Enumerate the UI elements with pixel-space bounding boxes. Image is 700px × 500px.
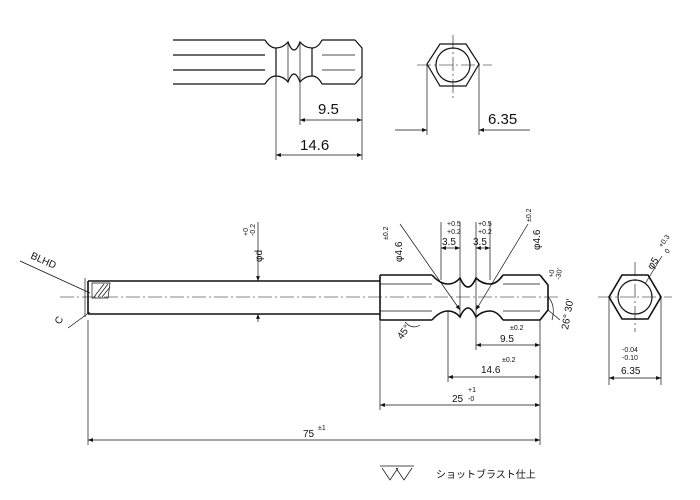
main-dia46-right-tol: ±0.2 — [526, 208, 533, 222]
main-dim-25-tol-minus: -0 — [468, 396, 474, 403]
main-side-view: φd +0 -0.2 BLHD C 3.5 +0.5 +0 — [19, 208, 576, 445]
end-dia-tol-plus: +0.3 — [658, 234, 672, 249]
bl-mark-hatch — [91, 282, 111, 299]
end-hex-view: φ5 +0.3 0 -0.04 -0.10 6.35 — [598, 234, 672, 385]
main-dia46-left: φ4.6 — [394, 241, 405, 262]
main-dim-25: 25 — [452, 394, 464, 405]
main-dim-9-5-tol: ±0.2 — [510, 325, 524, 332]
main-c-label: C — [53, 315, 66, 327]
surface-finish-symbol — [380, 465, 414, 481]
top-dim-9-5: 9.5 — [318, 101, 339, 118]
top-dim-14-6: 14.6 — [300, 137, 329, 154]
main-angle-26-tol-plus: +0 — [548, 269, 556, 278]
main-w35-left: 3.5 — [442, 237, 456, 248]
main-bl-label: BLHD — [29, 251, 58, 272]
main-d-tol-minus: -0.2 — [250, 224, 257, 236]
main-dia46-left-tol: ±0.2 — [383, 226, 390, 240]
end-dia-label: φ5 — [645, 255, 661, 272]
main-angle-26: 26° 30' — [560, 298, 576, 330]
end-hex-tol-minus: -0.10 — [622, 355, 638, 362]
finish-text: ショットブラスト仕上 — [436, 468, 536, 481]
top-dim-6-35: 6.35 — [488, 111, 517, 128]
main-w35-left-tol-plus: +0.5 — [447, 221, 461, 228]
main-dia46-right: φ4.6 — [532, 229, 543, 250]
end-dia-tol-minus: 0 — [664, 248, 672, 255]
main-dim-75: 75 — [303, 429, 315, 440]
end-hex-size: 6.35 — [621, 366, 641, 377]
top-hex-end-view: 6.35 — [395, 35, 530, 135]
main-w35-right: 3.5 — [473, 237, 487, 248]
main-dim-25-tol-plus: +1 — [468, 387, 476, 394]
main-d-label: φd — [254, 250, 265, 262]
main-dim-14-6: 14.6 — [481, 365, 501, 376]
top-detail-view: 9.5 14.6 — [173, 39, 363, 160]
main-w35-left-tol-minus: +0.2 — [447, 229, 461, 236]
end-hex-tol-plus: -0.04 — [622, 347, 638, 354]
main-d-tol-plus: +0 — [243, 228, 250, 236]
main-dim-14-6-tol: ±0.2 — [502, 357, 516, 364]
finish-note: ショットブラスト仕上 — [380, 465, 536, 481]
main-angle-26-tol-minus: -30' — [555, 268, 564, 281]
main-w35-right-tol-plus: +0.5 — [478, 221, 492, 228]
main-dim-9-5: 9.5 — [500, 334, 514, 345]
main-dim-75-tol: ±1 — [318, 425, 326, 432]
main-w35-right-tol-minus: +0.2 — [478, 229, 492, 236]
